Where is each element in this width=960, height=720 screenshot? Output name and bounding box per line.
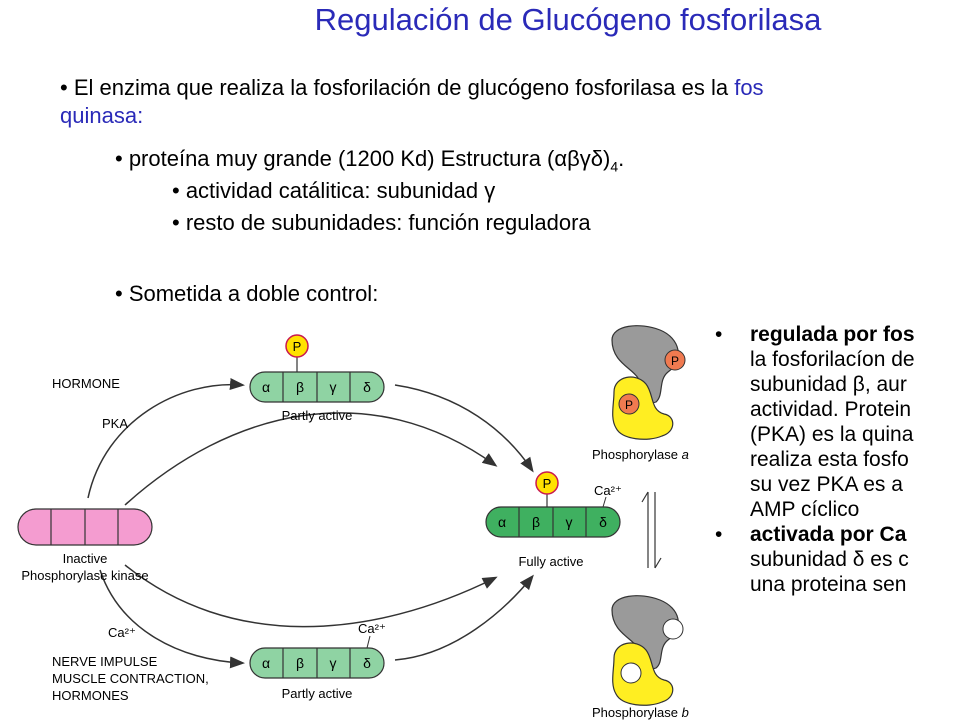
p-badge-top: P [293,339,302,354]
arrow-partly-bottom-to-fully [394,574,534,661]
phosphorylase-b-illustration [611,595,684,706]
intro-line-2: quinasa: [60,103,144,128]
label-fully-active: Fully active [518,554,583,569]
note-calcium: • activada por Ca subunidad δ es c una p… [715,523,909,596]
arrow-pka-curve [87,378,245,499]
svg-text:P: P [671,354,679,368]
label-partly-active-bottom: Partly active [282,686,353,701]
svg-text:P: P [625,398,633,412]
label-muscle-contraction: MUSCLE CONTRACTION, [52,671,209,686]
arrow-partly-top-to-fully [394,384,534,473]
equilibrium-arrows [641,491,662,569]
inactive-kinase [17,508,153,546]
fully-active: P α β γ δ [485,471,621,538]
intro-line-1: • El enzima que realiza la fosforilación… [60,75,764,100]
label-ca-partly: Ca²⁺ [358,621,386,636]
arrow-cross-bottom [124,564,498,628]
label-hormone: HORMONE [52,376,120,391]
label-partly-active-top: Partly active [282,408,353,423]
note-phosphorylation: • regulada por fos la fosforilacíon de s… [715,323,915,521]
regulation-notes: • regulada por fos la fosforilacíon de s… [715,322,960,597]
arrow-cross-top [124,412,498,506]
partly-active-bottom: α β γ δ [249,635,385,679]
svg-text:β: β [296,655,304,671]
label-phosphorylase-kinase: Phosphorylase kinase [21,568,148,583]
label-ca-fully: Ca²⁺ [594,483,622,498]
bullet-catalytic: • actividad catálitica: subunidad γ [172,178,496,203]
svg-text:β: β [296,379,304,395]
svg-text:β: β [532,514,540,530]
phosphorylase-a-illustration: P P [611,325,686,440]
partly-active-top: P α β γ δ [249,334,385,403]
label-nerve-impulse: NERVE IMPULSE [52,654,158,669]
label-pka: PKA [102,416,128,431]
arrow-ca-curve [99,569,245,669]
bullet-protein: • proteína muy grande (1200 Kd) Estructu… [115,146,625,175]
svg-text:α: α [262,379,270,395]
bullet-control: • Sometida a doble control: [115,281,379,306]
svg-text:δ: δ [363,379,371,395]
label-hormones: HORMONES [52,688,129,703]
svg-text:γ: γ [330,379,337,395]
svg-text:γ: γ [566,514,573,530]
svg-text:γ: γ [330,655,337,671]
bullet-regulatory: • resto de subunidades: función regulado… [172,210,591,235]
svg-text:α: α [262,655,270,671]
svg-text:δ: δ [599,514,607,530]
label-ca-left: Ca²⁺ [108,625,136,640]
p-badge-fully: P [543,476,552,491]
label-phosphorylase-b: Phosphorylase b [592,705,689,720]
svg-text:α: α [498,514,506,530]
slide-title: Regulación de Glucógeno fosforilasa [314,2,822,37]
label-phosphorylase-a: Phosphorylase a [592,447,689,462]
label-inactive: Inactive [63,551,108,566]
svg-text:δ: δ [363,655,371,671]
